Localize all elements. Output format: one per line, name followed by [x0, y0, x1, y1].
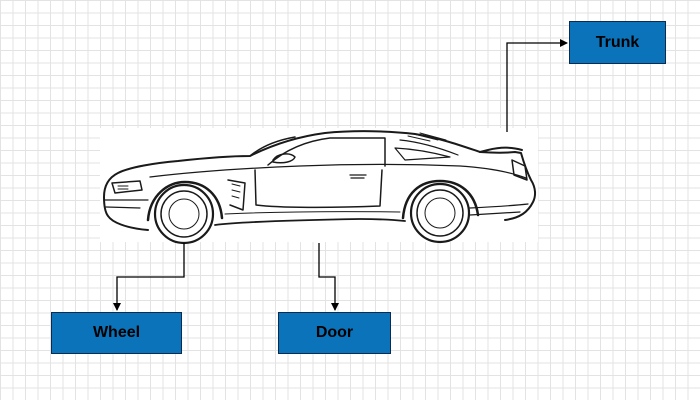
connector-car-to-trunk	[506, 39, 568, 132]
connector-car-to-door	[318, 243, 339, 311]
wheel-label: Wheel	[92, 324, 141, 341]
connector-car-to-wheel	[113, 243, 185, 311]
trunk-node[interactable]: Trunk	[569, 21, 666, 64]
car-image-background	[100, 128, 538, 242]
door-label: Door	[315, 324, 354, 341]
trunk-label: Trunk	[595, 33, 640, 51]
car-sketch	[103, 130, 537, 245]
door-node[interactable]: Door	[278, 312, 391, 354]
wheel-node[interactable]: Wheel	[51, 312, 182, 354]
